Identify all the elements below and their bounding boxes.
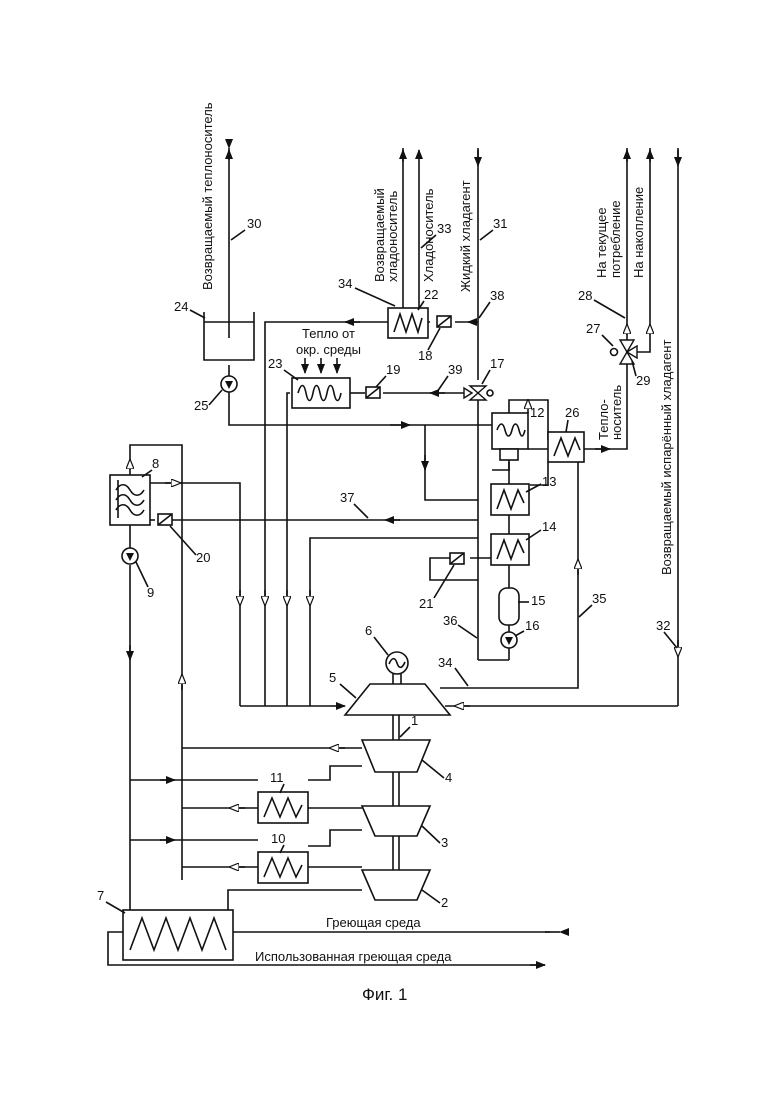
intercooler-10 [258, 852, 308, 883]
ref-10: 10 [271, 831, 285, 846]
ref-30: 30 [247, 216, 261, 231]
label-used-heating-medium: Использованная греющая среда [255, 949, 452, 964]
ref-21: 21 [419, 596, 433, 611]
label-heat-carrier-2: носитель [609, 385, 624, 440]
ref-16: 16 [525, 618, 539, 633]
intercooler-11 [258, 792, 308, 823]
pump-16 [501, 632, 517, 648]
throttle-valve-19 [366, 387, 380, 398]
ref-7: 7 [97, 888, 104, 903]
throttle-valve-18 [437, 316, 451, 327]
label-liquid-refrigerant: Жидкий хладагент [458, 180, 473, 292]
ref-19: 19 [386, 362, 400, 377]
label-coolant: Хладоноситель [421, 188, 436, 282]
ref-31: 31 [493, 216, 507, 231]
ref-9: 9 [147, 585, 154, 600]
ref-11: 11 [270, 770, 284, 785]
ref-26: 26 [565, 405, 579, 420]
ref-37: 37 [340, 490, 354, 505]
ref-6: 6 [365, 623, 372, 638]
ref-20: 20 [196, 550, 210, 565]
ref-25: 25 [194, 398, 208, 413]
ref-29: 29 [636, 373, 650, 388]
ref-12: 12 [530, 405, 544, 420]
heat-exchanger-13 [491, 484, 529, 515]
ref-22: 22 [424, 287, 438, 302]
ref-24: 24 [174, 299, 188, 314]
label-heating-medium: Греющая среда [326, 915, 421, 930]
ref-34-bottom: 34 [438, 655, 452, 670]
ref-5: 5 [329, 670, 336, 685]
pump-9 [122, 548, 138, 564]
ref-4: 4 [445, 770, 452, 785]
ref-39: 39 [448, 362, 462, 377]
ref-27: 27 [586, 321, 600, 336]
compressor-3 [362, 806, 430, 836]
label-current-consumption-2: потребление [608, 200, 623, 278]
label-current-consumption-1: На текущее [594, 207, 609, 278]
ref-38: 38 [490, 288, 504, 303]
ref-35: 35 [592, 591, 606, 606]
ref-15: 15 [531, 593, 545, 608]
three-way-valve-27 [611, 340, 638, 364]
label-returned-heat-carrier: Возвращаемый теплоноситель [200, 102, 215, 290]
label-ambient-heat-2: окр. среды [296, 342, 361, 357]
label-to-storage: На накопление [631, 187, 646, 278]
ambient-heat-exchanger-23 [292, 358, 350, 408]
ref-2: 2 [441, 895, 448, 910]
throttle-valve-20 [158, 514, 172, 525]
receiver-15 [499, 588, 519, 625]
turbine-5 [345, 684, 450, 715]
figure-caption: Фиг. 1 [362, 985, 407, 1004]
label-ambient-heat-1: Тепло от [302, 326, 355, 341]
heat-exchanger-26 [548, 432, 584, 462]
ref-17: 17 [490, 356, 504, 371]
compressor-2 [362, 870, 430, 900]
throttle-valve-21 [450, 553, 464, 564]
heat-exchanger-14 [491, 534, 529, 565]
compressor-4 [362, 740, 430, 772]
ref-1: 1 [411, 713, 418, 728]
generator-6 [386, 652, 408, 684]
label-returned-vapor-refrigerant: Возвращаемый испарённый хладагент [659, 340, 674, 575]
ref-8: 8 [152, 456, 159, 471]
ref-34-top: 34 [338, 276, 352, 291]
ref-18: 18 [418, 348, 432, 363]
ref-33: 33 [437, 221, 451, 236]
ref-13: 13 [542, 474, 556, 489]
ref-23: 23 [268, 356, 282, 371]
heat-exchanger-22 [388, 308, 428, 338]
ref-14: 14 [542, 519, 556, 534]
evaporator-8 [110, 475, 150, 525]
ref-32: 32 [656, 618, 670, 633]
three-way-valve-17 [464, 386, 493, 400]
ref-3: 3 [441, 835, 448, 850]
ref-36: 36 [443, 613, 457, 628]
ref-28: 28 [578, 288, 592, 303]
pump-25 [221, 376, 237, 392]
heat-exchanger-12 [492, 413, 528, 460]
label-returned-coolant-2: хладоноситель [385, 191, 400, 282]
